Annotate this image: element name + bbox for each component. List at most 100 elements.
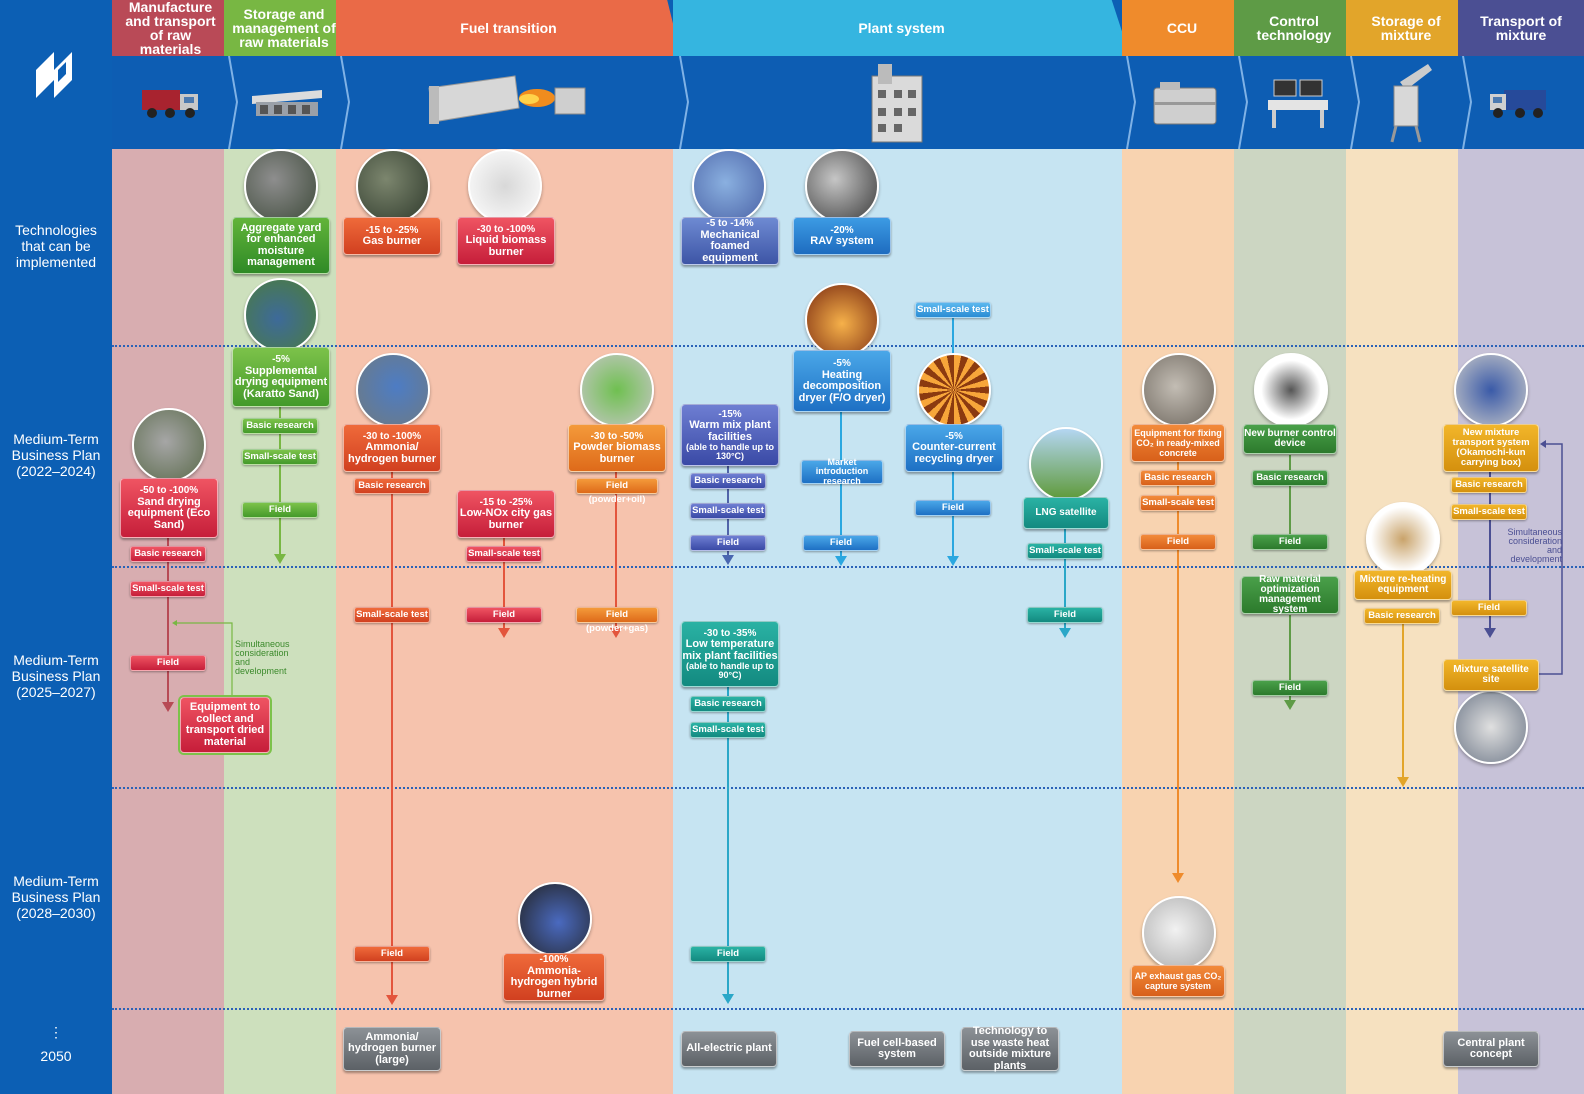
chevron-dividers xyxy=(228,56,1473,149)
ammonia-burner-photo xyxy=(356,353,430,427)
mixture-satellite-box[interactable]: Mixture satellite site xyxy=(1443,659,1539,691)
small-scale-test-pill[interactable]: Small-scale test xyxy=(1451,504,1527,520)
storage-facility-icon xyxy=(252,90,322,116)
field-pill[interactable]: Field xyxy=(466,607,542,623)
simultaneous-note-right: Simultaneous consideration and developme… xyxy=(1507,527,1562,564)
field-pill[interactable]: Field xyxy=(354,946,430,962)
ammonia-large-label: Ammonia/ hydrogen burner (large) xyxy=(347,1030,436,1066)
row-divider xyxy=(112,787,1584,789)
basic-research-pill[interactable]: Basic research xyxy=(690,473,766,489)
rav-system-box[interactable]: -20%RAV system xyxy=(793,217,891,255)
heating-decomposition-label: Heating decomposition dryer (F/O dryer) xyxy=(798,368,886,404)
field-powder-gas-pill[interactable]: Field (powder+gas) xyxy=(576,607,658,634)
arrow-down-icon xyxy=(1397,777,1409,787)
basic-research-pill[interactable]: Basic research xyxy=(1140,470,1216,486)
mechanical-foamed-box[interactable]: -5 to -14%Mechanical foamed equipment xyxy=(681,217,779,265)
field-pill[interactable]: Field xyxy=(915,500,991,516)
small-scale-test-pill[interactable]: Small-scale test xyxy=(354,607,430,623)
ccu-tank-icon xyxy=(1153,82,1217,125)
low-temp-mix-reduction: -30 to -35% xyxy=(703,627,757,639)
field-pill[interactable]: Field xyxy=(242,502,318,518)
aggregate-yard-photo xyxy=(244,149,318,223)
small-scale-test-pill[interactable]: Small-scale test xyxy=(1140,495,1216,511)
counter-current-photo xyxy=(917,353,991,427)
fuel-cell-box[interactable]: Fuel cell-based system xyxy=(849,1031,945,1067)
arrow-down-icon xyxy=(1484,628,1496,638)
basic-research-pill[interactable]: Basic research xyxy=(690,696,766,712)
ccu-concrete-box[interactable]: Equipment for fixing CO₂ in ready-mixed … xyxy=(1131,424,1225,462)
warm-mix-box[interactable]: -15%Warm mix plant facilities(able to ha… xyxy=(681,404,779,466)
connector-line xyxy=(1489,470,1491,630)
header-control: Control technology xyxy=(1234,0,1354,56)
ammonia-large-box[interactable]: Ammonia/ hydrogen burner (large) xyxy=(343,1027,441,1071)
small-scale-test-pill[interactable]: Small-scale test xyxy=(1027,543,1103,559)
sand-drying-box[interactable]: -50 to -100%Sand drying equipment (Eco S… xyxy=(120,478,218,538)
liquid-biomass-box[interactable]: -30 to -100%Liquid biomass burner xyxy=(457,217,555,265)
ap-exhaust-box[interactable]: AP exhaust gas CO₂ capture system xyxy=(1131,965,1225,997)
small-scale-test-pill[interactable]: Small-scale test xyxy=(915,302,991,318)
basic-research-pill[interactable]: Basic research xyxy=(1364,608,1440,624)
new-burner-box[interactable]: New burner control device xyxy=(1243,424,1337,454)
mixture-reheating-box[interactable]: Mixture re-heating equipment xyxy=(1354,570,1452,600)
ap-exhaust-label: AP exhaust gas CO₂ capture system xyxy=(1134,971,1222,991)
small-scale-test-pill[interactable]: Small-scale test xyxy=(130,581,206,597)
aggregate-yard-box[interactable]: Aggregate yard for enhanced moisture man… xyxy=(232,217,330,274)
lownox-reduction: -15 to -25% xyxy=(479,496,533,508)
supplemental-drying-reduction: -5% xyxy=(272,354,290,365)
field-pill[interactable]: Field xyxy=(130,655,206,671)
field-pill[interactable]: Field xyxy=(1252,534,1328,550)
sand-drying-photo xyxy=(132,408,206,482)
supplemental-drying-box[interactable]: -5%Supplemental drying equipment (Karatt… xyxy=(232,347,330,407)
heating-decomposition-box[interactable]: -5%Heating decomposition dryer (F/O drye… xyxy=(793,350,891,412)
ammonia-burner-box[interactable]: -30 to -100%Ammonia/ hydrogen burner xyxy=(343,424,441,472)
header-manufacture: Manufacture and transport of raw materia… xyxy=(112,0,229,56)
powder-biomass-reduction: -30 to -50% xyxy=(590,430,644,442)
waste-heat-label: Technology to use waste heat outside mix… xyxy=(969,1025,1051,1072)
basic-research-pill[interactable]: Basic research xyxy=(1252,470,1328,486)
new-burner-photo xyxy=(1254,353,1328,427)
small-scale-test-pill[interactable]: Small-scale test xyxy=(690,722,766,738)
ammonia-hybrid-box[interactable]: -100%Ammonia-hydrogen hybrid burner xyxy=(503,953,605,1001)
arrow-down-icon xyxy=(274,554,286,564)
basic-research-pill[interactable]: Basic research xyxy=(354,478,430,494)
all-electric-label: All-electric plant xyxy=(686,1042,772,1055)
field-pill[interactable]: Field xyxy=(690,535,766,551)
arrow-down-icon xyxy=(835,556,847,566)
powder-biomass-box[interactable]: -30 to -50%Powder biomass burner xyxy=(568,424,666,472)
counter-current-box[interactable]: -5%Counter-current recycling dryer xyxy=(905,424,1003,472)
gas-burner-box[interactable]: -15 to -25%Gas burner xyxy=(343,217,441,255)
connector-line xyxy=(279,402,281,557)
arrow-down-icon xyxy=(498,628,510,638)
waste-heat-box[interactable]: Technology to use waste heat outside mix… xyxy=(961,1025,1059,1072)
basic-research-pill[interactable]: Basic research xyxy=(1451,477,1527,493)
heating-decomposition-reduction: -5% xyxy=(833,358,851,369)
central-plant-box[interactable]: Central plant concept xyxy=(1443,1031,1539,1067)
all-electric-box[interactable]: All-electric plant xyxy=(681,1031,777,1067)
row-label-ellipsis: ⋮ xyxy=(49,1024,63,1040)
row-divider xyxy=(112,1008,1584,1010)
field-powder-oil-pill[interactable]: Field (powder+oil) xyxy=(576,478,658,505)
raw-material-optimization-box[interactable]: Raw material optimization management sys… xyxy=(1241,575,1339,615)
basic-research-pill[interactable]: Basic research xyxy=(130,546,206,562)
lng-satellite-box[interactable]: LNG satellite xyxy=(1023,497,1109,529)
new-mixture-box[interactable]: New mixture transport system (Okamochi-k… xyxy=(1443,424,1539,472)
collect-dried-material-box[interactable]: Equipment to collect and transport dried… xyxy=(180,697,270,753)
connector-line xyxy=(503,534,505,630)
small-scale-test-pill[interactable]: Small-scale test xyxy=(690,503,766,519)
basic-research-pill[interactable]: Basic research xyxy=(242,418,318,434)
field-pill[interactable]: Field xyxy=(690,946,766,962)
lownox-box[interactable]: -15 to -25%Low-NOx city gas burner xyxy=(457,490,555,538)
row-label-technologies: Technologies that can be implemented xyxy=(15,222,97,270)
arrow-down-icon xyxy=(947,556,959,566)
small-scale-test-pill[interactable]: Small-scale test xyxy=(466,546,542,562)
field-pill[interactable]: Field xyxy=(1027,607,1103,623)
field-pill[interactable]: Field xyxy=(1140,534,1216,550)
low-temp-mix-box[interactable]: -30 to -35%Low temperature mix plant fac… xyxy=(681,621,779,687)
field-pill[interactable]: Field xyxy=(803,535,879,551)
field-pill[interactable]: Field xyxy=(1451,600,1527,616)
field-pill[interactable]: Field xyxy=(1252,680,1328,696)
market-introduction-pill[interactable]: Market introduction research xyxy=(801,457,883,486)
small-scale-test-pill[interactable]: Small-scale test xyxy=(242,449,318,465)
ccu-concrete-photo xyxy=(1142,353,1216,427)
